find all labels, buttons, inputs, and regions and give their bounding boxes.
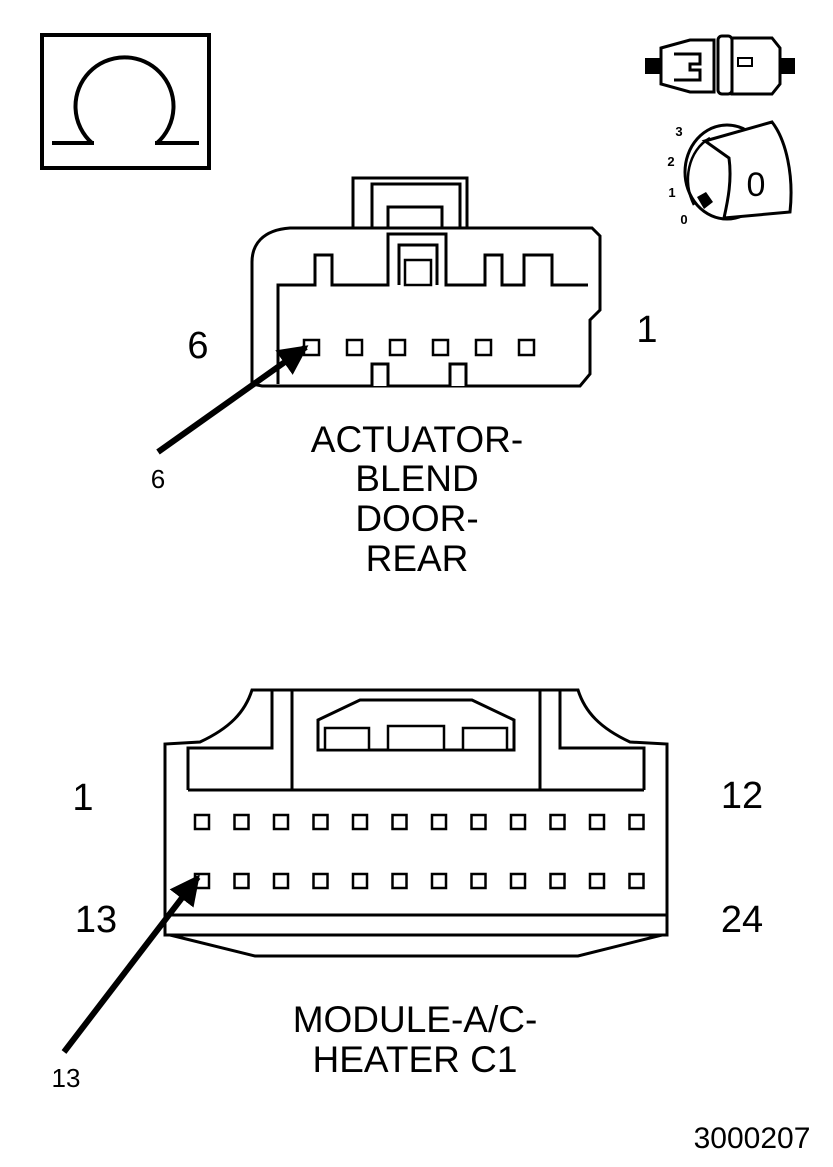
figure-id: 3000207 [694, 1122, 811, 1155]
key-position-0: 0 [680, 212, 687, 227]
bottom-title-line-2: HEATER C1 [313, 1039, 518, 1080]
pin-cavity [549, 813, 566, 831]
pin-cavity [430, 813, 448, 831]
pin-cavity [351, 813, 369, 831]
pin-cavity [193, 813, 211, 831]
top-title-line-1: ACTUATOR- [311, 419, 523, 460]
pin-cavity [233, 872, 250, 890]
top-title-line-2: BLEND [355, 458, 478, 499]
bottom-pointer-label: 13 [52, 1063, 81, 1093]
bottom-pin-1-label: 1 [72, 777, 93, 819]
top-title-line-4: REAR [366, 538, 469, 579]
pin-cavity [345, 338, 364, 357]
top-pointer-label: 6 [151, 464, 165, 494]
ohm-icon [40, 33, 211, 170]
top-pin-right-label: 1 [636, 309, 657, 351]
disconnected-connector-icon [645, 34, 795, 96]
pin-cavity [312, 813, 329, 831]
pin-cavity [272, 872, 290, 890]
bottom-pointer-arrow [61, 874, 201, 1054]
pin-cavity [391, 813, 408, 831]
top-pin-left-label: 6 [187, 325, 208, 367]
bottom-title-line-1: MODULE-A/C- [293, 999, 538, 1040]
pin-cavity [509, 813, 527, 831]
bottom-pin-12-label: 12 [721, 775, 763, 817]
pin-cavity [628, 813, 645, 831]
pin-cavity [272, 813, 290, 831]
pin-cavity [312, 872, 329, 890]
key-position-3: 3 [675, 124, 682, 139]
pin-cavity [351, 872, 369, 890]
pin-cavity [430, 872, 448, 890]
pin-cavity [509, 872, 527, 890]
pin-cavity [388, 338, 407, 357]
key-position-2: 2 [667, 154, 674, 169]
top-pointer-arrow [156, 344, 309, 455]
pin-cavity [628, 872, 645, 890]
ignition-key-icon: 0 3 2 1 0 [667, 120, 793, 227]
pin-cavity [549, 872, 566, 890]
pin-cavity [517, 338, 536, 357]
pin-cavity [391, 872, 408, 890]
pin-cavity [470, 872, 487, 890]
pin-cavity [233, 813, 250, 831]
top-title-line-3: DOOR- [355, 498, 478, 539]
pin-cavity [431, 338, 450, 357]
blend-door-actuator-connector [250, 176, 602, 388]
key-letter: 0 [747, 166, 766, 204]
bottom-pin-24-label: 24 [721, 899, 763, 941]
pin-cavity [588, 872, 606, 890]
bottom-pin-13-label: 13 [75, 899, 117, 941]
pin-cavity [470, 813, 487, 831]
key-position-1: 1 [668, 185, 675, 200]
ac-heater-module-connector [163, 688, 669, 958]
pin-cavity [474, 338, 493, 357]
pin-cavity [588, 813, 606, 831]
